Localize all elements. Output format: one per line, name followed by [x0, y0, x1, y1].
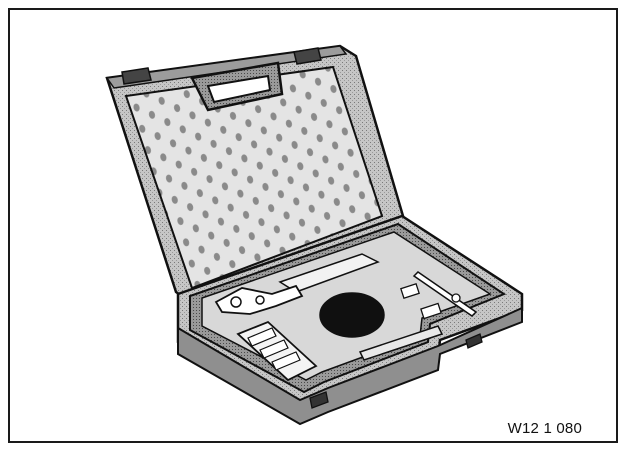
tool-insert: [201, 231, 492, 382]
base-latches: [309, 333, 483, 409]
figure-code: W12 1 080: [507, 420, 582, 437]
sleeve-set: [236, 320, 318, 382]
lid-latches: [121, 47, 322, 85]
toolcase-illustration: [105, 44, 524, 426]
case-lid: [105, 44, 405, 304]
case-handle: [190, 61, 284, 112]
figure-frame: W12 1 080: [8, 8, 618, 443]
